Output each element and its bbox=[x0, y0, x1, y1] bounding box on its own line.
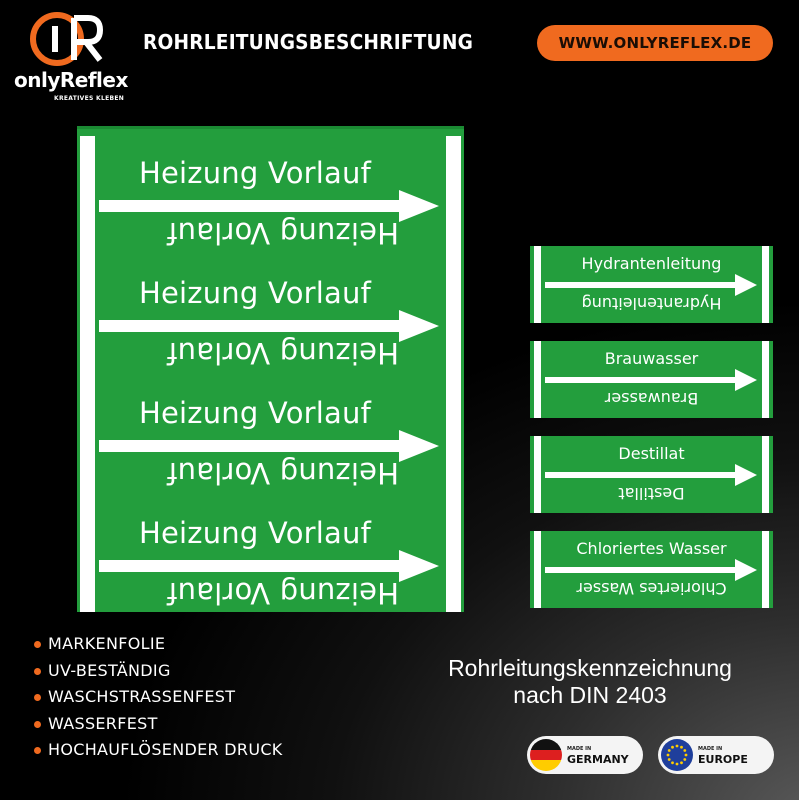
label-text: Hydrantenleitung bbox=[581, 254, 722, 273]
onlyreflex-logo-icon bbox=[30, 12, 104, 66]
made-in-europe-badge: MADE IN EUROPE bbox=[658, 736, 774, 774]
germany-flag-icon bbox=[530, 739, 562, 771]
label-text-inverted: Hydrantenleitung bbox=[581, 294, 722, 313]
flow-arrow-icon bbox=[99, 550, 439, 582]
flow-arrow-icon bbox=[545, 559, 757, 581]
label-stripe-right bbox=[446, 136, 461, 612]
label-stripe-left bbox=[534, 531, 541, 608]
label-stripe-right bbox=[762, 246, 769, 323]
label-text: Heizung Vorlauf bbox=[139, 396, 371, 430]
flow-arrow-icon bbox=[99, 430, 439, 462]
label-tile: Heizung Vorlauf Heizung Vorlauf bbox=[97, 140, 444, 260]
label-text-inverted: Heizung Vorlauf bbox=[167, 216, 399, 250]
label-text: Heizung Vorlauf bbox=[139, 156, 371, 190]
label-stripe-right bbox=[762, 436, 769, 513]
pipe-label-small-destillat: Destillat Destillat bbox=[530, 436, 773, 513]
label-text: Brauwasser bbox=[604, 349, 699, 368]
pipe-label-small-chloriertes-wasser: Chloriertes Wasser Chloriertes Wasser bbox=[530, 531, 773, 608]
label-text: Heizung Vorlauf bbox=[139, 516, 371, 550]
bullet-icon bbox=[34, 667, 41, 675]
bullet-icon bbox=[34, 641, 41, 648]
bullet-icon bbox=[34, 694, 41, 701]
label-tile: Heizung Vorlauf Heizung Vorlauf bbox=[97, 500, 444, 620]
pipe-label-small-brauwasser: Brauwasser Brauwasser bbox=[530, 341, 773, 418]
label-text: Chloriertes Wasser bbox=[576, 539, 727, 558]
eu-flag-icon bbox=[661, 739, 693, 771]
label-stripe-left bbox=[534, 246, 541, 323]
label-stripe-left bbox=[534, 436, 541, 513]
brand-tagline: KREATIVES KLEBEN bbox=[54, 95, 125, 102]
flow-arrow-icon bbox=[545, 274, 757, 296]
din-line-1: Rohrleitungskennzeichnung bbox=[448, 655, 732, 681]
badge-big-text: GERMANY bbox=[567, 753, 629, 766]
label-stripe-right bbox=[762, 531, 769, 608]
label-top-edge bbox=[77, 126, 464, 129]
badge-small-text: MADE IN bbox=[698, 746, 723, 752]
page-title: ROHRLEITUNGSBESCHRIFTUNG bbox=[143, 30, 474, 54]
label-text: Destillat bbox=[618, 444, 685, 463]
feature-list: MARKENFOLIE UV-BESTÄNDIG WASCHSTRASSENFE… bbox=[34, 634, 283, 767]
label-text: Heizung Vorlauf bbox=[139, 276, 371, 310]
label-text-inverted: Heizung Vorlauf bbox=[167, 576, 399, 610]
flow-arrow-icon bbox=[99, 310, 439, 342]
website-link[interactable]: WWW.ONLYREFLEX.DE bbox=[537, 25, 773, 61]
flow-arrow-icon bbox=[99, 190, 439, 222]
feature-item: HOCHAUFLÖSENDER DRUCK bbox=[34, 740, 283, 767]
label-tile: Heizung Vorlauf Heizung Vorlauf bbox=[97, 260, 444, 380]
badge-small-text: MADE IN bbox=[567, 746, 592, 752]
feature-item: MARKENFOLIE bbox=[34, 634, 283, 661]
flow-arrow-icon bbox=[545, 369, 757, 391]
label-text-inverted: Destillat bbox=[618, 484, 685, 503]
brand-logo: onlyReflex KREATIVES KLEBEN bbox=[14, 12, 144, 102]
label-text-inverted: Heizung Vorlauf bbox=[167, 456, 399, 490]
feature-item: WASSERFEST bbox=[34, 714, 283, 741]
label-stripe-left bbox=[534, 341, 541, 418]
label-text-inverted: Brauwasser bbox=[604, 389, 699, 408]
label-stripe-left bbox=[80, 136, 95, 612]
made-in-germany-badge: MADE IN GERMANY bbox=[527, 736, 643, 774]
label-stripe-right bbox=[762, 341, 769, 418]
feature-item: UV-BESTÄNDIG bbox=[34, 661, 283, 688]
label-tile: Heizung Vorlauf Heizung Vorlauf bbox=[97, 380, 444, 500]
bullet-icon bbox=[34, 720, 41, 728]
pipe-label-large: Heizung Vorlauf Heizung Vorlauf Heizung … bbox=[77, 126, 464, 612]
brand-name: onlyReflex bbox=[14, 68, 128, 92]
din-standard-text: Rohrleitungskennzeichnung nach DIN 2403 bbox=[400, 655, 780, 709]
pipe-label-small-hydrantenleitung: Hydrantenleitung Hydrantenleitung bbox=[530, 246, 773, 323]
bullet-icon bbox=[34, 747, 41, 754]
badge-big-text: EUROPE bbox=[698, 753, 748, 766]
flow-arrow-icon bbox=[545, 464, 757, 486]
label-text-inverted: Heizung Vorlauf bbox=[167, 336, 399, 370]
label-text-inverted: Chloriertes Wasser bbox=[576, 579, 727, 598]
feature-item: WASCHSTRASSENFEST bbox=[34, 687, 283, 714]
din-line-2: nach DIN 2403 bbox=[513, 682, 667, 708]
